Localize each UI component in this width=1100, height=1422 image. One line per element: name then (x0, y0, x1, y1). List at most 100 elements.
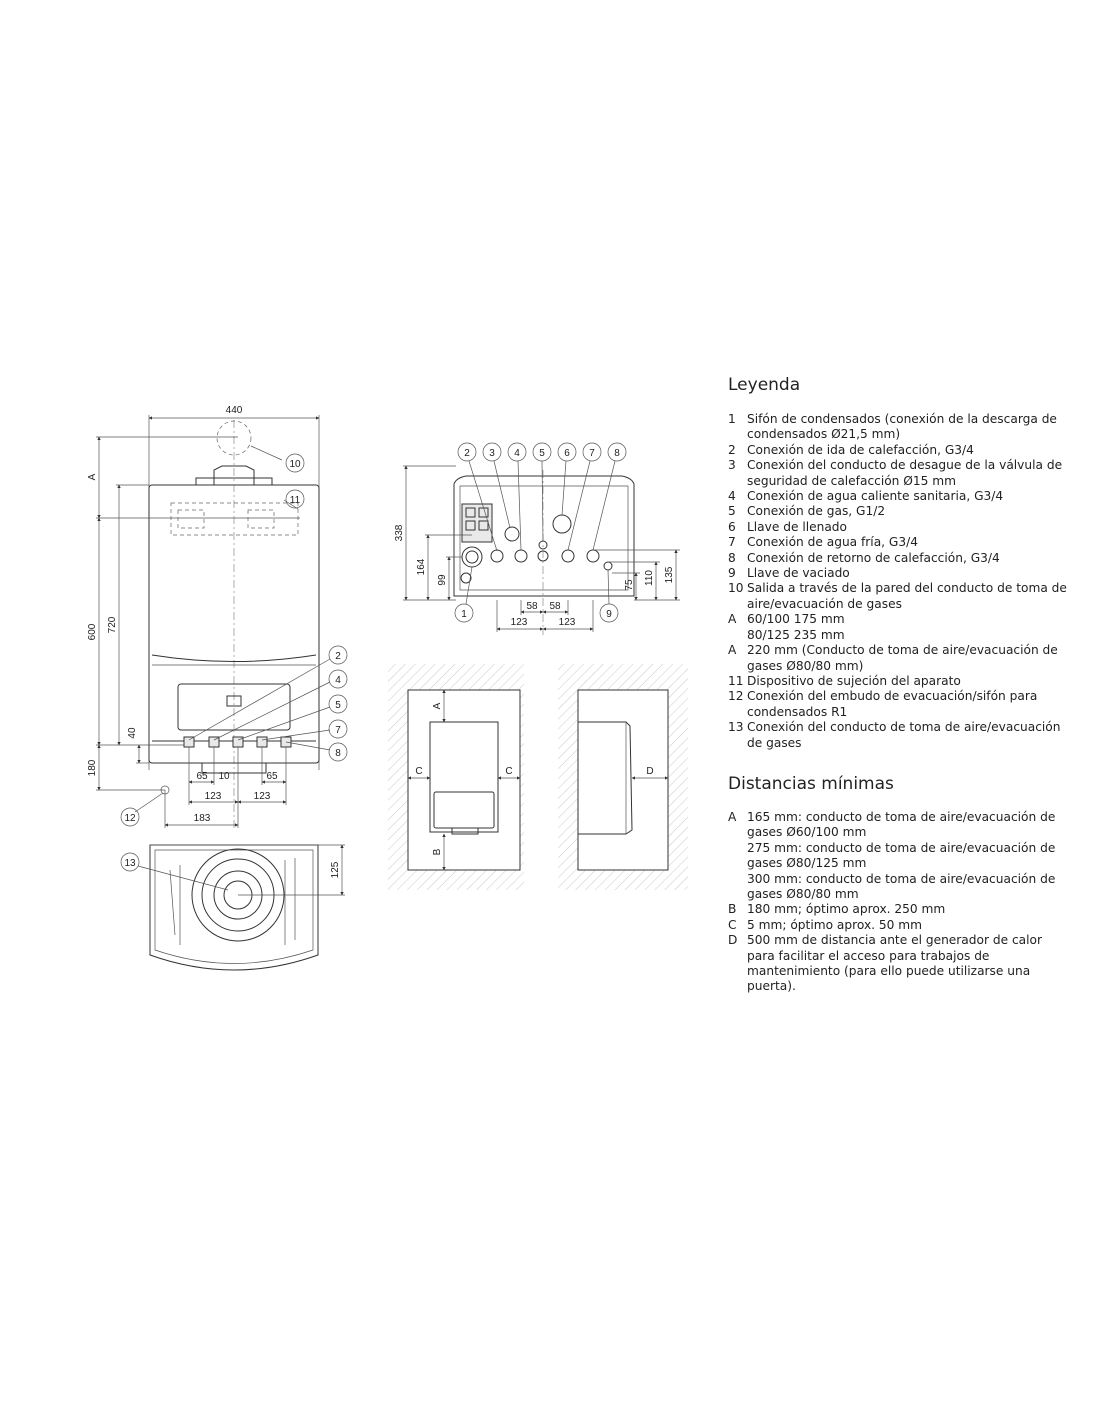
svg-text:13: 13 (124, 858, 136, 869)
legend-text: Conexión de ida de calefacción, G3/4 (747, 442, 974, 457)
svg-text:10: 10 (289, 459, 301, 470)
svg-text:4: 4 (335, 675, 341, 686)
callout-b1: 1 (454, 566, 474, 623)
svg-text:2: 2 (335, 651, 341, 662)
svg-text:5: 5 (539, 448, 545, 459)
legend-key: 4 (728, 489, 736, 504)
distance-item: B 180 mm; óptimo aprox. 250 mm (728, 902, 1068, 917)
svg-text:3: 3 (489, 448, 495, 459)
callout-10: 10 (285, 453, 305, 473)
legend-item: 1 Sifón de condensados (conexión de la de… (728, 412, 1068, 443)
dim-720: 720 (107, 616, 118, 633)
clearance-d: D (646, 766, 653, 777)
dim-65-right: 65 (266, 771, 278, 782)
legend-text: Conexión del conducto de desague de la v… (747, 458, 1063, 488)
callout-b4: 4 (507, 442, 527, 551)
clearance-a: A (432, 702, 443, 709)
distances-title: Distancias mínimas (728, 774, 894, 794)
distance-key: B (728, 902, 737, 917)
callout-8: 8 (285, 741, 348, 762)
legend-item: 6 Llave de llenado (728, 520, 1068, 535)
legend-text: Conexión del embudo de evacuación/sifón … (747, 689, 1038, 719)
callout-b2: 2 (457, 442, 498, 552)
dim-a-front: A (87, 473, 98, 480)
dim-135: 135 (664, 566, 675, 583)
callout-7: 7 (261, 719, 348, 741)
legend-text: Conexión de gas, G1/2 (747, 504, 886, 519)
legend-text: Sifón de condensados (conexión de la des… (747, 412, 1057, 442)
legend-text: Conexión de agua fría, G3/4 (747, 535, 918, 550)
svg-text:12: 12 (124, 813, 136, 824)
callout-b5: 5 (532, 442, 552, 542)
svg-text:8: 8 (614, 448, 620, 459)
callout-b3: 3 (482, 442, 511, 529)
distance-text: 180 mm; óptimo aprox. 250 mm (747, 902, 946, 917)
callout-b8: 8 (592, 442, 627, 551)
dim-58-left: 58 (526, 601, 538, 612)
legend-key: 5 (728, 504, 736, 519)
callout-13: 13 (120, 852, 229, 891)
legend-key: 12 (728, 689, 744, 704)
dim-75: 75 (624, 579, 635, 591)
callout-4: 4 (213, 669, 348, 741)
legend-key: 6 (728, 519, 736, 534)
callout-12: 12 (120, 792, 164, 827)
legend-key: 3 (728, 458, 736, 473)
bottom-connection-view: 338 164 99 135 110 75 58 58 123 123 2 (394, 442, 680, 635)
legend-text: 220 mm (Conducto de toma de aire/evacuac… (747, 643, 1058, 673)
legend-item: 3 Conexión del conducto de desague de la … (728, 458, 1068, 489)
legend-text: Llave de llenado (747, 519, 847, 534)
legend-key: 10 (728, 581, 744, 596)
legend-item: 2 Conexión de ida de calefacción, G3/4 (728, 443, 1068, 458)
distance-item: C 5 mm; óptimo aprox. 50 mm (728, 918, 1068, 933)
svg-text:4: 4 (514, 448, 520, 459)
distance-text: 5 mm; óptimo aprox. 50 mm (747, 917, 923, 932)
dim-125: 125 (330, 861, 341, 878)
dim-123-bottom-right: 123 (559, 617, 576, 628)
clearance-b: B (432, 848, 443, 855)
dim-123-bottom-left: 123 (511, 617, 528, 628)
callout-b6: 6 (557, 442, 577, 516)
dim-65-left: 65 (196, 771, 208, 782)
legend-list: 1 Sifón de condensados (conexión de la de… (728, 412, 1068, 751)
legend-key: 13 (728, 720, 744, 735)
legend-key: 9 (728, 566, 736, 581)
callout-5: 5 (237, 694, 348, 741)
legend-key: 11 (728, 673, 744, 688)
dim-180: 180 (87, 759, 98, 776)
legend-text: 60/100 175 mm 80/125 235 mm (747, 612, 845, 642)
dim-123-right: 123 (254, 791, 271, 802)
dim-40: 40 (127, 727, 138, 739)
clearance-c-left: C (415, 766, 422, 777)
legend-text: Conexión de retorno de calefacción, G3/4 (747, 550, 1000, 565)
svg-text:7: 7 (335, 725, 341, 736)
clearance-side-view: D (558, 664, 688, 890)
dim-99: 99 (437, 574, 448, 586)
legend-key: 1 (728, 412, 736, 426)
dim-58-right: 58 (549, 601, 561, 612)
legend-item: 8 Conexión de retorno de calefacción, G3/… (728, 551, 1068, 566)
legend-text: Conexión de agua caliente sanitaria, G3/… (747, 489, 1004, 504)
callout-2: 2 (188, 645, 348, 741)
distance-key: A (728, 810, 737, 824)
dim-183: 183 (194, 813, 211, 824)
svg-text:5: 5 (335, 700, 341, 711)
dim-164: 164 (416, 558, 427, 575)
distance-key: C (728, 917, 737, 932)
legend-key: 8 (728, 550, 736, 565)
legend-text: Salida a través de la pared del conducto… (747, 581, 1067, 611)
legend-key: 2 (728, 442, 736, 457)
callout-b7: 7 (567, 442, 602, 551)
dim-123-left: 123 (205, 791, 222, 802)
svg-text:11: 11 (290, 495, 301, 506)
svg-text:1: 1 (461, 609, 467, 620)
svg-text:9: 9 (606, 609, 612, 620)
